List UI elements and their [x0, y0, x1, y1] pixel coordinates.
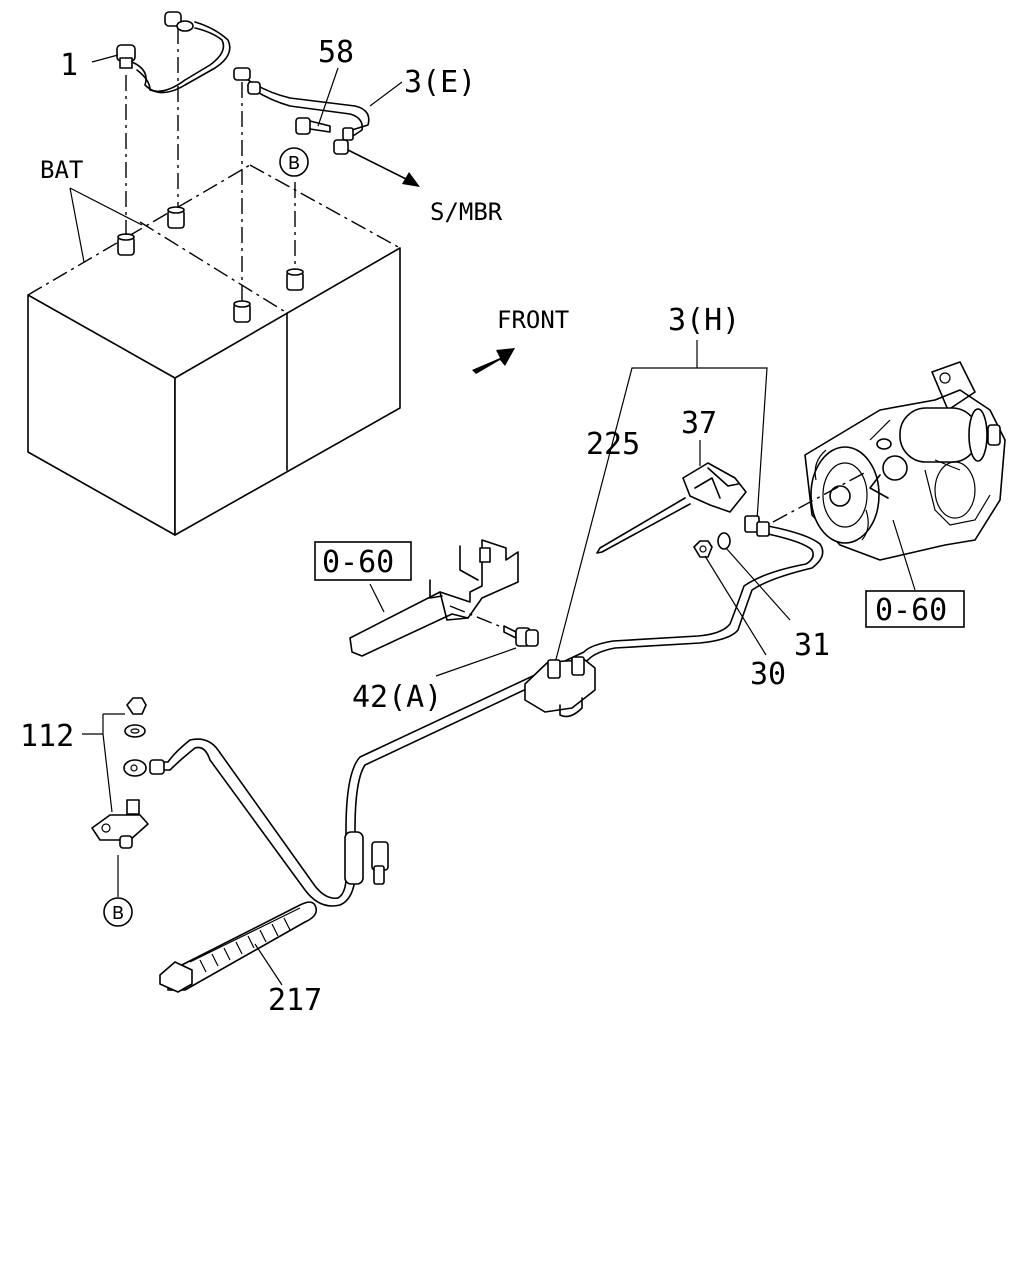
callout-3e-leader: [369, 81, 403, 107]
bracket: [349, 539, 519, 657]
bat-leader: [69, 187, 85, 263]
front-arrow-icon: [472, 348, 515, 374]
bat-leader: [69, 187, 143, 226]
ref-box-right: 0-60: [865, 590, 965, 628]
bracket-bolt-dash: [449, 605, 505, 629]
circle-b-top: [279, 147, 309, 177]
cable-clamp: [344, 831, 389, 885]
battery-terminal: [117, 233, 135, 256]
cable-clip: [524, 656, 596, 718]
nut-30: [693, 540, 713, 558]
callout-112: 112: [20, 719, 74, 754]
cable-3h: [157, 515, 824, 907]
callout-1-leader: [91, 54, 119, 63]
ground-cable-eyelet: [123, 759, 165, 777]
callout-31-leader: [725, 547, 791, 621]
cable-tie-217: [159, 901, 318, 993]
bat-label: BAT: [40, 156, 83, 184]
positive-battery-cable: [233, 67, 370, 155]
callout-31: 31: [794, 628, 830, 663]
callout-58-leader: [317, 67, 339, 127]
smbr-arrow: [347, 149, 409, 181]
callout-3h: 3(H): [668, 303, 740, 338]
battery-terminal: [167, 206, 185, 229]
callout-30-leader: [704, 555, 767, 656]
washer-31: [717, 532, 731, 550]
callout-217: 217: [268, 983, 322, 1018]
callout-1: 1: [60, 48, 78, 83]
battery-terminal: [233, 300, 251, 323]
bolt-42a: [503, 625, 539, 647]
washer-112: [124, 724, 146, 738]
battery-terminal: [286, 268, 304, 291]
front-label: FRONT: [497, 306, 569, 334]
starter-leader-dash: [772, 471, 867, 523]
cable-3h-bracket: [547, 367, 768, 691]
callout-225: 225: [586, 427, 640, 462]
ref-box-left: 0-60: [314, 541, 412, 581]
callout-217-leader: [254, 943, 283, 986]
terminal-cover-37: [682, 462, 747, 513]
callout-37: 37: [681, 406, 717, 441]
ref060-left-text: 0-60: [322, 545, 394, 580]
starter-motor: [804, 361, 1006, 561]
circle-b-top-text: B: [288, 153, 300, 174]
callout-112-bracket: [102, 714, 113, 813]
circle-b-bottom-text: B: [112, 903, 124, 924]
cover-strap: [596, 497, 691, 554]
nut-112: [126, 697, 147, 715]
ref060-right-text: 0-60: [875, 593, 947, 628]
callout-42a-leader: [435, 647, 517, 677]
negative-battery-cable: [116, 11, 231, 94]
smbr-label: S/MBR: [430, 198, 503, 226]
arrow-head: [402, 172, 420, 187]
ground-stud: [91, 799, 149, 849]
ref060-left-leader: [369, 583, 385, 613]
callout-42a: 42(A): [352, 680, 442, 715]
bolt-58: [295, 117, 331, 135]
battery: [27, 28, 401, 536]
ref060-right-leader: [892, 519, 916, 591]
circle-b-bottom: [103, 897, 133, 927]
callout-30: 30: [750, 657, 786, 692]
callout-58: 58: [318, 35, 354, 70]
callout-3e: 3(E): [404, 65, 476, 100]
